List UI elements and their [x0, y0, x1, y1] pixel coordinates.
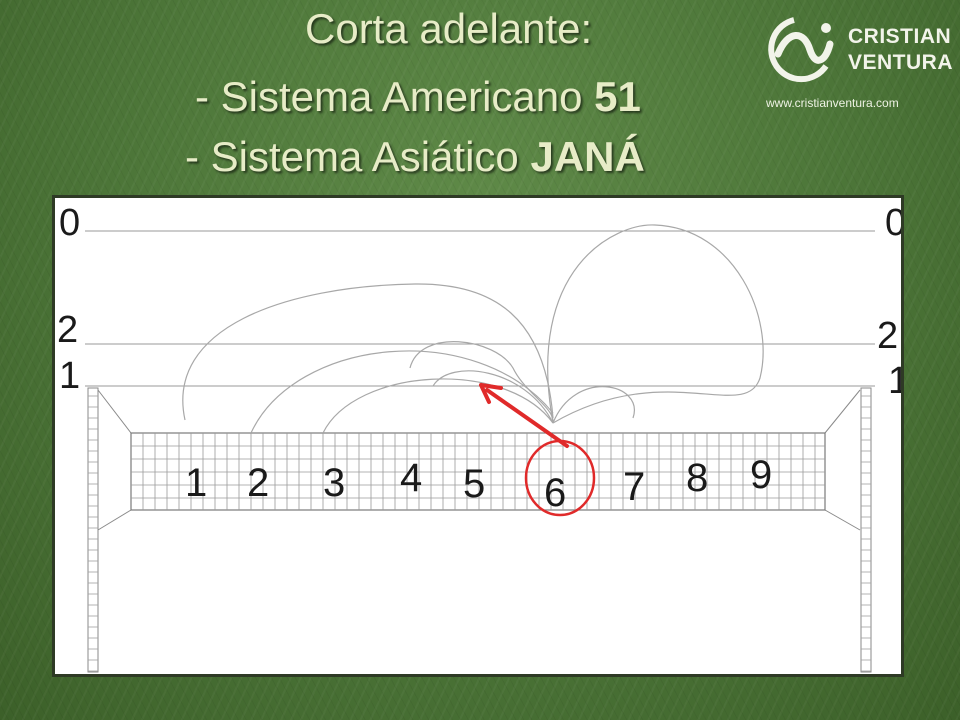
brand-url: www.cristianventura.com [766, 96, 899, 110]
right-height-label-2: 2 [877, 315, 898, 357]
zone-number-1: 1 [185, 461, 207, 505]
net-perspective-line [97, 509, 132, 531]
net-perspective-line [824, 389, 861, 434]
zone-number-7: 7 [623, 465, 645, 509]
zone-number-5: 5 [463, 462, 485, 506]
trajectory-arc [250, 350, 554, 434]
net-perspective-line [97, 389, 132, 434]
zone-number-2: 2 [247, 461, 269, 505]
net-mesh [130, 432, 826, 511]
trajectory-arc [322, 378, 554, 434]
slide-title-line-1: Corta adelante: [305, 5, 593, 52]
zone-number-8: 8 [686, 456, 708, 500]
trajectory-arc [182, 283, 554, 421]
zone-number-4: 4 [400, 456, 422, 500]
trajectory-arc [547, 224, 764, 424]
slide-title-line-3: - Sistema Asiático JANÁ [185, 133, 645, 180]
left-antenna [87, 387, 99, 673]
net-perspective-line [824, 509, 861, 531]
brand-mark-icon [768, 17, 834, 83]
zone-number-9: 9 [750, 453, 772, 497]
trajectory-arc [552, 386, 635, 424]
trajectory-arc [432, 370, 554, 424]
zone-number-3: 3 [323, 461, 345, 505]
right-height-label-1: 1 [888, 360, 901, 402]
attack-arrow-head-icon [479, 383, 503, 404]
slide-title-line-2: - Sistema Americano 51 [195, 73, 641, 120]
zone-number-6: 6 [544, 471, 566, 515]
brand-name-line-1: CRISTIAN [848, 25, 952, 48]
right-height-label-0: 0 [885, 202, 901, 244]
left-height-label-2: 2 [57, 309, 78, 351]
right-antenna [860, 387, 872, 673]
brand-name-line-2: VENTURA [848, 51, 954, 74]
system-american-code: 51 [594, 73, 641, 120]
brand-logo: CRISTIAN VENTURA www.cristianventura.com [760, 10, 953, 112]
left-height-label-0: 0 [59, 202, 80, 244]
left-height-label-1: 1 [59, 355, 80, 397]
antenna-pole [87, 387, 99, 673]
antenna-pole [860, 387, 872, 673]
trajectory-arc [409, 341, 554, 424]
system-asian-code: JANÁ [530, 133, 645, 180]
attack-arrow-shaft [485, 388, 569, 448]
